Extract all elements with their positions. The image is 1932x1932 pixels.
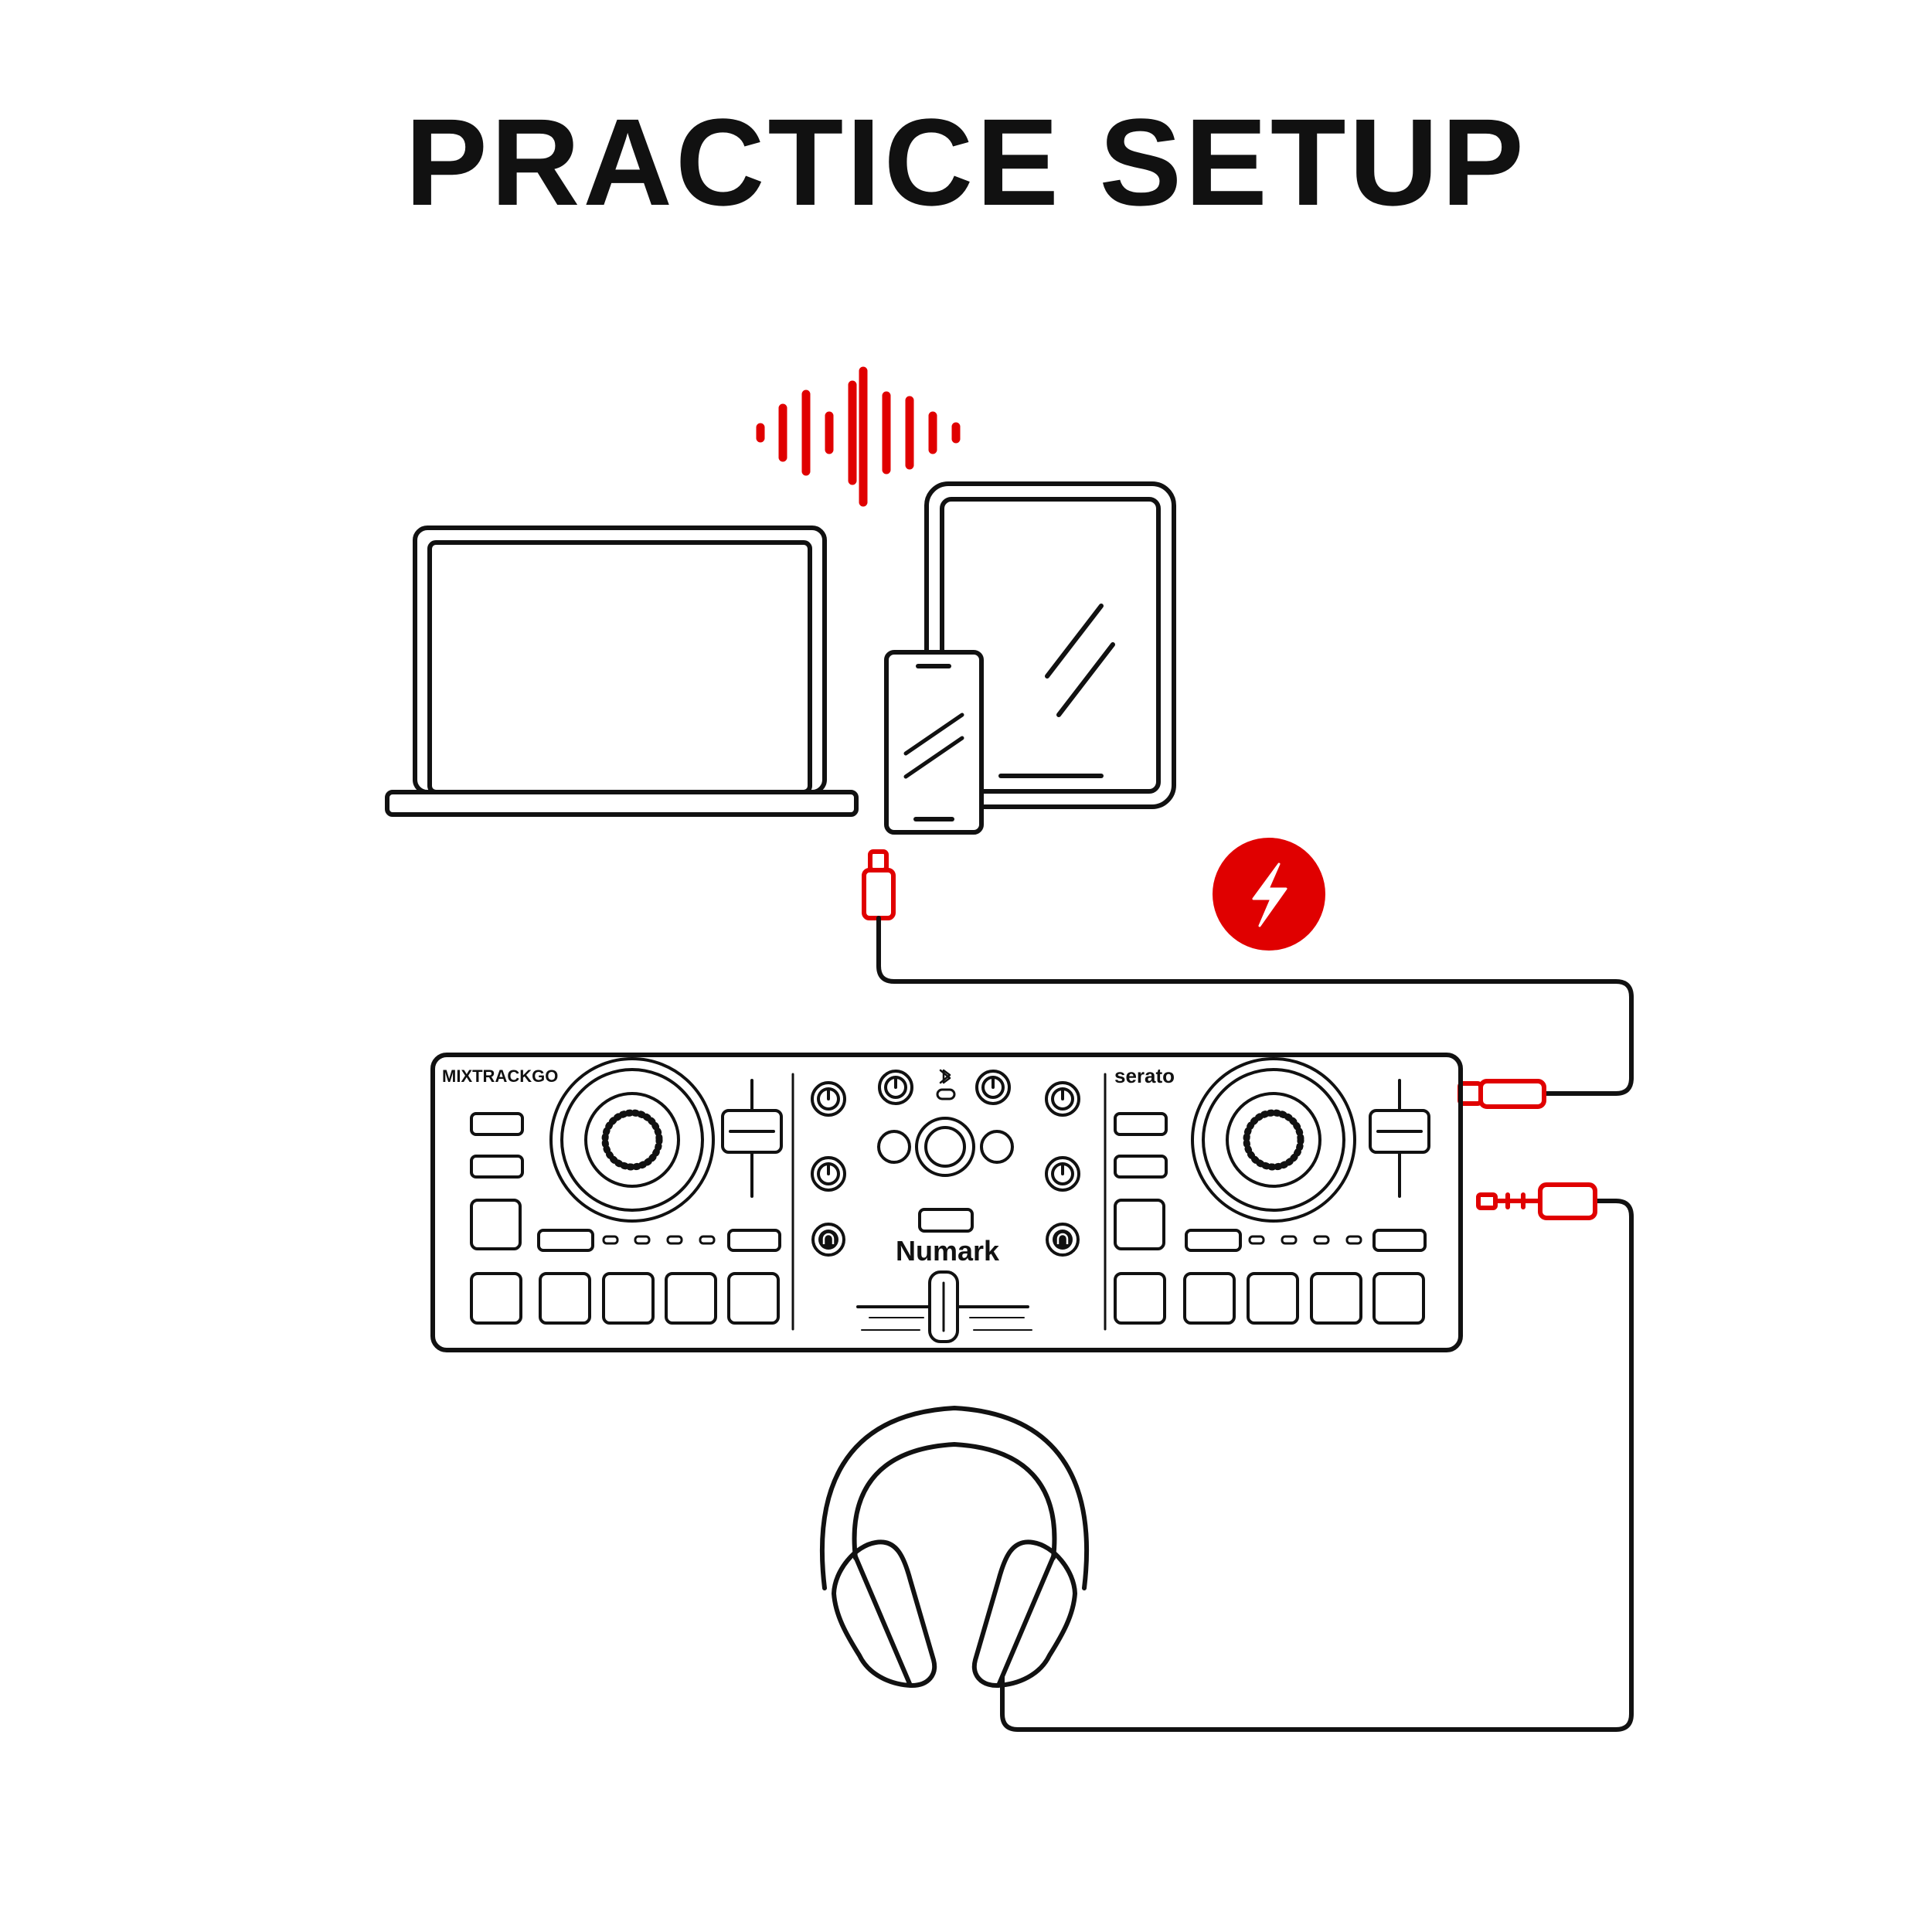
right-pad-2[interactable] — [1183, 1272, 1236, 1325]
dj-controller: MIXTRACKGO serato Numark — [430, 1053, 1463, 1352]
load-button[interactable] — [918, 1208, 974, 1233]
left-pad-5[interactable] — [727, 1272, 780, 1325]
knob-6[interactable] — [1045, 1156, 1080, 1192]
laptop-icon — [385, 526, 859, 817]
cue-button-right[interactable] — [980, 1130, 1014, 1164]
left-led-3 — [666, 1235, 683, 1245]
power-bolt-icon — [1213, 838, 1325, 951]
right-pad-3[interactable] — [1247, 1272, 1299, 1325]
right-deck-button-5[interactable] — [1372, 1229, 1427, 1252]
right-led-1 — [1248, 1235, 1265, 1245]
left-pitch-fader[interactable] — [721, 1079, 783, 1198]
bluetooth-led — [936, 1088, 956, 1100]
right-jog-wheel[interactable] — [1191, 1057, 1356, 1223]
right-deck-button-3[interactable] — [1114, 1199, 1165, 1250]
left-jog-wheel[interactable] — [549, 1057, 715, 1223]
usb-c-plug-icon — [862, 849, 896, 920]
knob-1[interactable] — [811, 1081, 846, 1117]
knob-5[interactable] — [811, 1156, 846, 1192]
cue-button-left[interactable] — [877, 1130, 911, 1164]
left-deck — [470, 1057, 783, 1325]
right-pitch-fader[interactable] — [1369, 1079, 1430, 1198]
sound-wave-icon — [756, 366, 961, 507]
software-label: serato — [1114, 1064, 1175, 1087]
left-pad-1[interactable] — [470, 1272, 522, 1325]
bluetooth-icon — [939, 1069, 951, 1084]
audio-jack-icon — [1476, 1182, 1597, 1220]
left-deck-button-3[interactable] — [470, 1199, 522, 1250]
page-title: PRACTICE SETUP — [405, 93, 1527, 231]
right-deck-button-2[interactable] — [1114, 1155, 1168, 1179]
phone-icon — [884, 650, 984, 835]
left-led-2 — [634, 1235, 651, 1245]
knob-4[interactable] — [1045, 1081, 1080, 1117]
usb-cable — [876, 916, 1634, 1096]
left-pad-4[interactable] — [665, 1272, 717, 1325]
tablet-icon — [924, 481, 1176, 809]
right-led-3 — [1313, 1235, 1330, 1245]
right-deck-button-1[interactable] — [1114, 1112, 1168, 1136]
right-led-4 — [1345, 1235, 1362, 1245]
right-pad-4[interactable] — [1310, 1272, 1362, 1325]
left-deck-button-1[interactable] — [470, 1112, 524, 1136]
headphones-icon — [820, 1406, 1089, 1688]
audio-cable — [1000, 1199, 1634, 1732]
right-pad-5[interactable] — [1372, 1272, 1425, 1325]
browse-knob[interactable] — [915, 1117, 975, 1177]
left-deck-button-5[interactable] — [727, 1229, 781, 1252]
crossfader[interactable] — [856, 1270, 1032, 1343]
knob-2[interactable] — [878, 1070, 913, 1105]
model-label: MIXTRACKGO — [442, 1066, 558, 1086]
left-pad-2[interactable] — [539, 1272, 591, 1325]
headphone-cue-right[interactable] — [1046, 1223, 1080, 1257]
right-deck — [1114, 1057, 1430, 1325]
usb-plug-icon — [1458, 1079, 1546, 1109]
right-pad-1[interactable] — [1114, 1272, 1166, 1325]
left-pad-3[interactable] — [602, 1272, 655, 1325]
left-led-4 — [699, 1235, 716, 1245]
mixer-section — [811, 1069, 1080, 1343]
right-led-2 — [1281, 1235, 1298, 1245]
left-deck-button-2[interactable] — [470, 1155, 524, 1179]
brand-label: Numark — [896, 1235, 1000, 1267]
left-deck-button-4[interactable] — [537, 1229, 594, 1252]
right-deck-button-4[interactable] — [1185, 1229, 1242, 1252]
headphone-cue-left[interactable] — [811, 1223, 845, 1257]
left-led-1 — [602, 1235, 619, 1245]
knob-3[interactable] — [975, 1070, 1011, 1105]
